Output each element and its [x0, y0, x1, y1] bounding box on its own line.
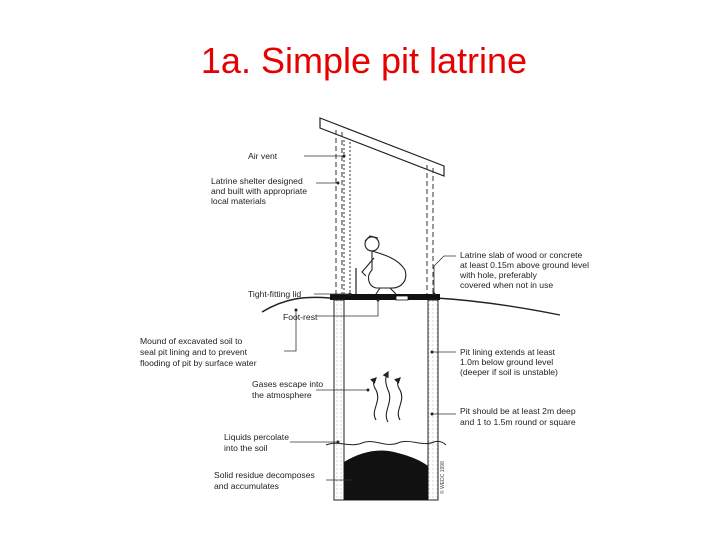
- label-pit-lining: Pit lining extends at least 1.0m below g…: [460, 347, 558, 377]
- svg-text:and 1 to 1.5m round or square: and 1 to 1.5m round or square: [460, 417, 576, 427]
- svg-text:Mound of excavated soil to: Mound of excavated soil to: [140, 336, 242, 346]
- tight-fitting-lid: [395, 295, 409, 301]
- svg-text:seal pit lining and to prevent: seal pit lining and to prevent: [140, 347, 248, 357]
- svg-text:Tight-fitting lid: Tight-fitting lid: [248, 289, 301, 299]
- svg-text:Gases escape into: Gases escape into: [252, 379, 323, 389]
- svg-text:Air vent: Air vent: [248, 151, 278, 161]
- svg-text:flooding of pit by surface wat: flooding of pit by surface water: [140, 358, 257, 368]
- leader-lines: [284, 154, 456, 482]
- label-pit-depth: Pit should be at least 2m deep and 1 to …: [460, 406, 576, 427]
- label-shelter: Latrine shelter designed and built with …: [211, 176, 307, 206]
- svg-text:Latrine slab of wood or concre: Latrine slab of wood or concrete: [460, 250, 583, 260]
- label-gases: Gases escape into the atmosphere: [252, 379, 323, 400]
- svg-text:and accumulates: and accumulates: [214, 481, 279, 491]
- svg-text:local materials: local materials: [211, 196, 266, 206]
- label-foot-rest: Foot-rest: [283, 312, 318, 322]
- svg-text:at least 0.15m above ground le: at least 0.15m above ground level: [460, 260, 589, 270]
- label-solid-residue: Solid residue decomposes and accumulates: [214, 470, 315, 491]
- svg-text:Liquids percolate: Liquids percolate: [224, 432, 289, 442]
- liquid-level: [325, 440, 447, 446]
- label-liquids: Liquids percolate into the soil: [224, 432, 289, 453]
- label-latrine-slab: Latrine slab of wood or concrete at leas…: [459, 250, 589, 290]
- label-mound: Mound of excavated soil to seal pit lini…: [140, 336, 257, 368]
- latrine-slab: [330, 294, 440, 300]
- gas-arrows: [369, 370, 403, 423]
- copyright-mark: © WEDC 1998: [439, 461, 446, 494]
- slide-title: 1a. Simple pit latrine: [200, 40, 528, 81]
- svg-text:Latrine shelter designed: Latrine shelter designed: [211, 176, 303, 186]
- svg-text:Pit should be at least 2m deep: Pit should be at least 2m deep: [460, 406, 576, 416]
- svg-text:and built with appropriate: and built with appropriate: [211, 186, 307, 196]
- solid-residue: [344, 450, 428, 500]
- svg-text:into the soil: into the soil: [224, 443, 268, 453]
- ground-line: [261, 296, 561, 316]
- air-vent-pipe: [343, 140, 351, 296]
- svg-text:Solid residue decomposes: Solid residue decomposes: [214, 470, 315, 480]
- shelter-roof: [319, 117, 445, 177]
- svg-text:Pit lining extends at least: Pit lining extends at least: [460, 347, 556, 357]
- svg-text:with hole, preferably: with hole, preferably: [459, 270, 538, 280]
- label-tight-fitting-lid: Tight-fitting lid: [248, 289, 301, 299]
- svg-text:Foot-rest: Foot-rest: [283, 312, 318, 322]
- svg-text:1.0m below ground level: 1.0m below ground level: [460, 357, 553, 367]
- svg-text:the atmosphere: the atmosphere: [252, 390, 312, 400]
- shelter-walls: [335, 130, 434, 296]
- label-air-vent: Air vent: [248, 151, 278, 161]
- squatting-person: [361, 235, 407, 295]
- svg-text:covered when not in use: covered when not in use: [460, 280, 553, 290]
- svg-text:(deeper if soil is unstable): (deeper if soil is unstable): [460, 367, 558, 377]
